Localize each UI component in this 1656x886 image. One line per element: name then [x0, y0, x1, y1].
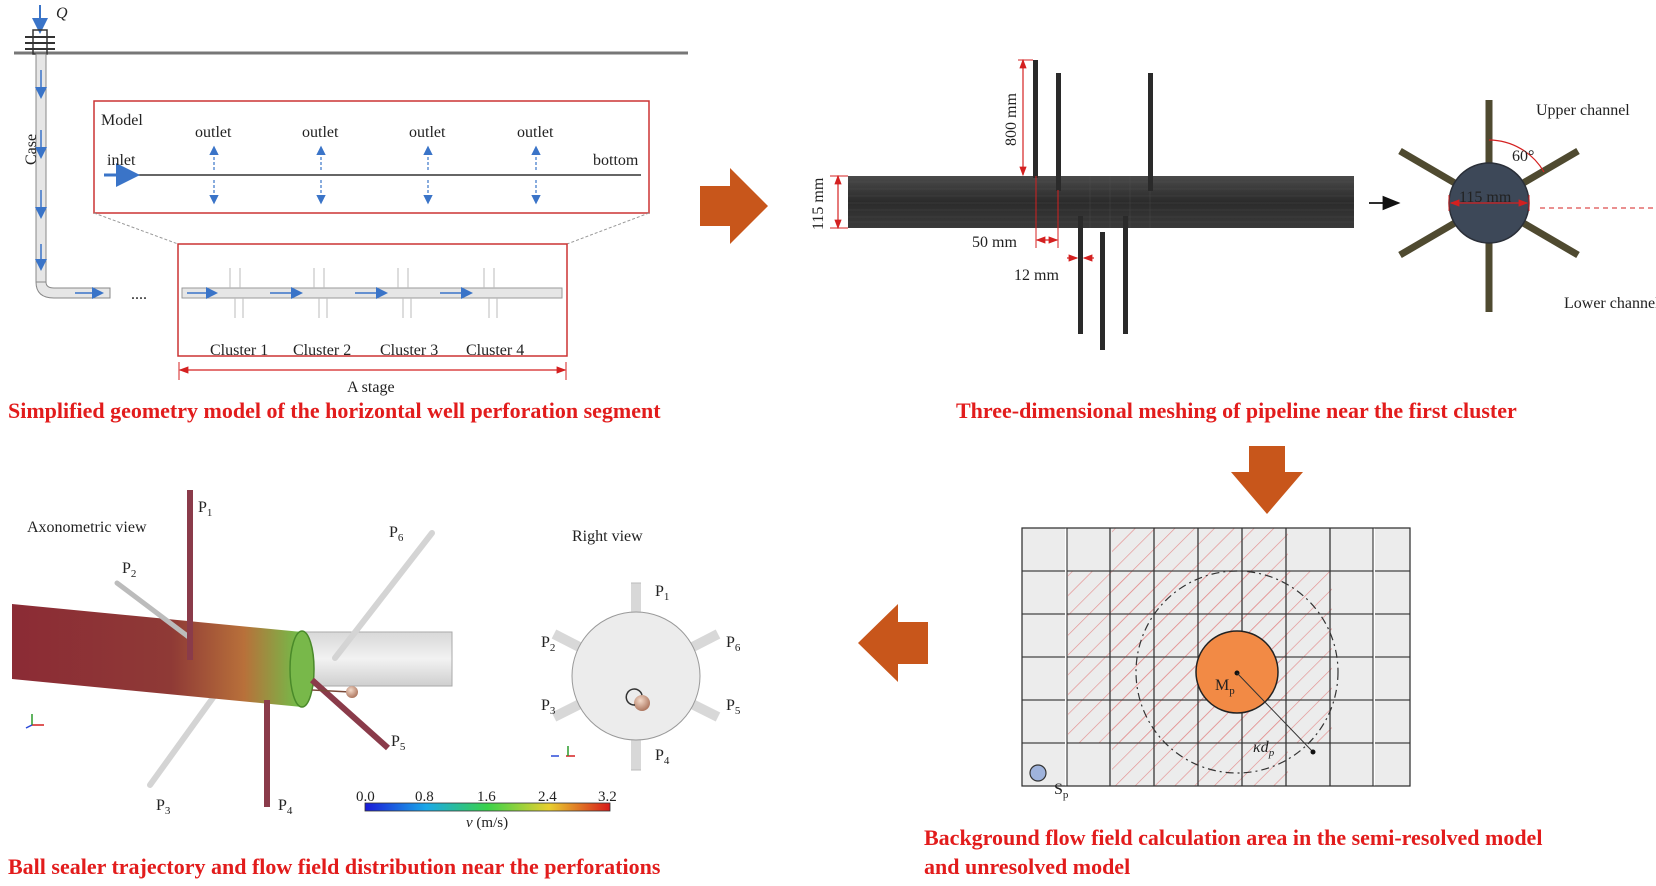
- p-label: P5: [726, 697, 741, 717]
- cross-section: [1398, 100, 1654, 312]
- flow-arrow-left-icon: [858, 604, 928, 682]
- outlet-label: outlet: [409, 124, 446, 141]
- p-label: P5: [391, 733, 406, 753]
- small-particle: [1029, 764, 1047, 782]
- wellhead-icon: [25, 5, 55, 55]
- right-view-label: Right view: [572, 528, 643, 545]
- large-particle-label: Mp: [1215, 677, 1235, 697]
- p-label: P1: [655, 583, 669, 603]
- flow-field-pipe: [12, 604, 302, 707]
- outlet-label: outlet: [195, 124, 232, 141]
- caption-trajectory: Ball sealer trajectory and flow field di…: [8, 854, 661, 879]
- right-view: [551, 582, 721, 771]
- lower-channel-label: Lower channel: [1564, 295, 1656, 312]
- p-label: P3: [156, 797, 171, 817]
- stage-label: A stage: [347, 379, 395, 396]
- colorbar: [364, 802, 611, 812]
- cluster-label: Cluster 4: [466, 342, 524, 359]
- upper-channel-label: Upper channel: [1536, 102, 1630, 119]
- axonometric-label: Axonometric view: [27, 519, 147, 536]
- dim-width-label: 12 mm: [1014, 267, 1059, 284]
- zoom-connector: [93, 212, 179, 245]
- transparent-perforations: [147, 530, 435, 788]
- radius-line: [1236, 672, 1314, 753]
- caption-mesh: Three-dimensional meshing of pipeline ne…: [956, 398, 1517, 423]
- zoom-connector: [566, 212, 650, 245]
- small-particle-label: Sp: [1054, 781, 1069, 801]
- influence-radius-circle: [1135, 570, 1339, 774]
- axis-triad-icon: [551, 746, 575, 757]
- outlet-label: outlet: [302, 124, 339, 141]
- dim-spacing-label: 50 mm: [972, 234, 1017, 251]
- perforation-p4: [264, 700, 270, 807]
- inlet-label: inlet: [107, 152, 136, 169]
- cluster-label: Cluster 1: [210, 342, 268, 359]
- case-label: Case: [23, 134, 40, 165]
- model-inset-box: [93, 100, 650, 214]
- axis-triad-icon: [25, 714, 44, 729]
- colorbar-tick: 0.0: [356, 789, 375, 805]
- colorbar-tick: 1.6: [477, 789, 496, 805]
- panel-background: Mp κdp Sp Background flow field calculat…: [924, 527, 1542, 879]
- flow-arrow-down-icon: [1231, 446, 1303, 514]
- cluster-label: Cluster 3: [380, 342, 438, 359]
- outlet-label: outlet: [517, 124, 554, 141]
- bottom-label: bottom: [593, 152, 639, 169]
- ball-sealer: [346, 686, 358, 698]
- perforation-p1: [187, 490, 193, 660]
- p-label: P2: [541, 634, 555, 654]
- vertical-casing: [35, 53, 111, 299]
- colorbar-tick: 0.8: [415, 789, 434, 805]
- flow-arrow-right-icon: [700, 168, 768, 244]
- stage-box: [177, 243, 568, 357]
- model-label: Model: [101, 112, 143, 129]
- angle-label: 60°: [1512, 148, 1534, 165]
- p-label: P4: [655, 747, 670, 767]
- colorbar-tick: 3.2: [598, 789, 617, 805]
- perforation-rods: [1033, 60, 1153, 350]
- caption-background-line1: Background flow field calculation area i…: [924, 825, 1542, 850]
- p-label: P1: [198, 499, 212, 519]
- p-label: P3: [541, 697, 556, 717]
- radius-label: κdp: [1253, 739, 1275, 759]
- mesh-lines: [848, 176, 1354, 228]
- cluster-label: Cluster 2: [293, 342, 351, 359]
- caption-background-line2: and unresolved model: [924, 854, 1130, 879]
- dim-diameter-label: 115 mm: [810, 177, 827, 230]
- p-label: P6: [389, 524, 404, 544]
- mesh-pipe: [848, 176, 1354, 228]
- caption-geometry: Simplified geometry model of the horizon…: [8, 398, 661, 423]
- panel-trajectory: Axonometric view P1 P2 P3 P4 P5 P6: [8, 490, 741, 879]
- colorbar-tick: 2.4: [538, 789, 557, 805]
- flow-rate-label: Q: [56, 5, 68, 22]
- outlet-markers: outlet outlet outlet outlet: [195, 124, 554, 205]
- panel-geometry: Q Case .... Model inlet bottom outlet ou…: [8, 5, 688, 423]
- p-label: P6: [726, 634, 741, 654]
- ellipsis-label: ....: [131, 286, 147, 303]
- cross-diameter-label: 115 mm: [1459, 189, 1512, 206]
- stage-perforations: [229, 268, 498, 318]
- panel-mesh: 800 mm 115 mm 50 mm 12 mm: [810, 58, 1656, 423]
- p-label: P4: [278, 797, 293, 817]
- colorbar-unit: v (m/s): [466, 815, 508, 831]
- dim-length-label: 800 mm: [1003, 93, 1020, 146]
- p-label: P2: [122, 560, 136, 580]
